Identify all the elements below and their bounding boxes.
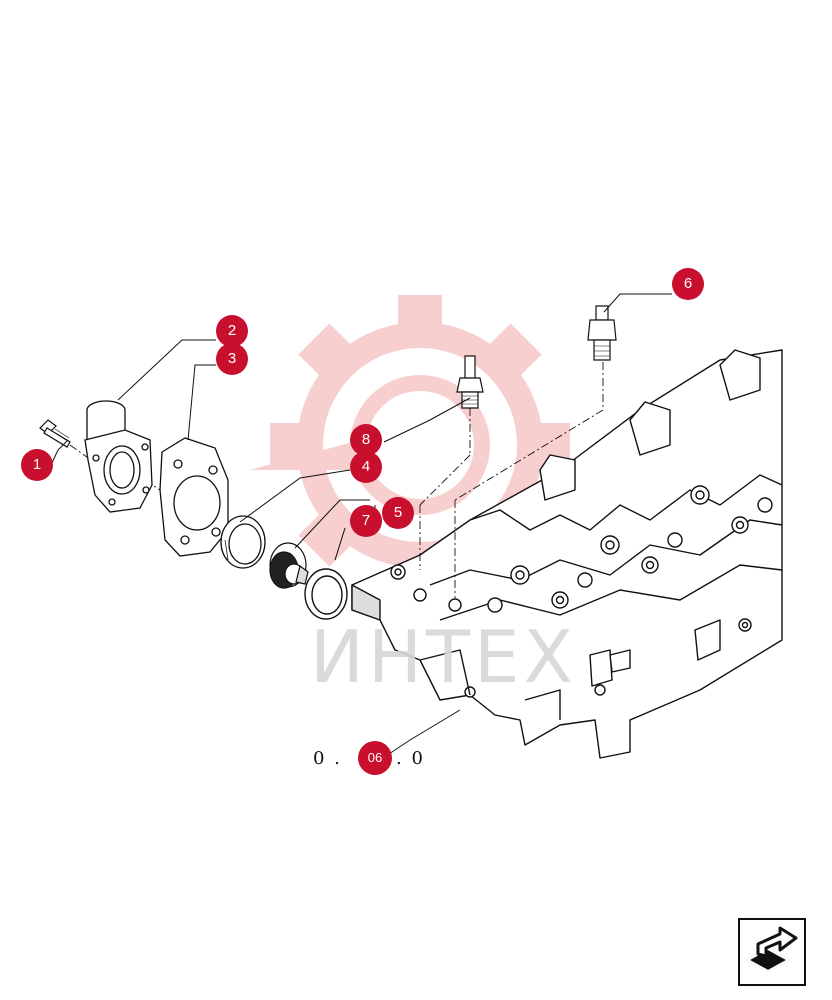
seal-ring-part bbox=[220, 515, 266, 569]
o-ring-part bbox=[304, 568, 348, 620]
reference-badge[interactable]: 06 bbox=[358, 741, 392, 775]
callout-8[interactable]: 8 bbox=[350, 424, 382, 456]
callout-6[interactable]: 6 bbox=[672, 268, 704, 300]
gasket-part bbox=[159, 437, 229, 557]
callout-2[interactable]: 2 bbox=[216, 315, 248, 347]
temperature-sensor-part bbox=[456, 355, 484, 409]
callout-4[interactable]: 4 bbox=[350, 451, 382, 483]
bolt-part bbox=[39, 419, 71, 448]
leader-lines bbox=[50, 293, 672, 761]
callout-7[interactable]: 7 bbox=[350, 505, 382, 537]
reference-prefix: 0 . bbox=[313, 748, 342, 769]
callout-3[interactable]: 3 bbox=[216, 343, 248, 375]
cylinder-head bbox=[351, 349, 783, 759]
reference-suffix: . 0 bbox=[396, 748, 425, 769]
callout-1[interactable]: 1 bbox=[21, 449, 53, 481]
thermostat-part bbox=[269, 542, 309, 589]
next-page-arrow-icon bbox=[745, 926, 798, 973]
next-page-button[interactable] bbox=[738, 918, 806, 986]
temperature-sender-part bbox=[587, 305, 617, 361]
thermostat-housing-part bbox=[84, 400, 153, 513]
callout-5[interactable]: 5 bbox=[382, 497, 414, 529]
watermark-text: ИНТЕХ bbox=[310, 615, 577, 699]
